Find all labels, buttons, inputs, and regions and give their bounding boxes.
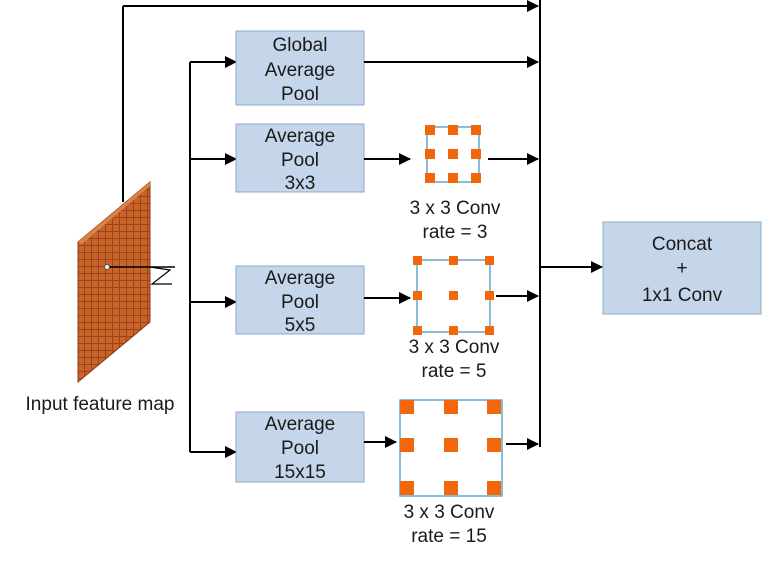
conv-rate-5-kernel (413, 256, 494, 335)
pool-15-line-1: Average (265, 414, 335, 435)
global-pool-line-2: Average (265, 60, 335, 81)
average-pool-3x3-box: Average Pool 3x3 (235, 123, 365, 194)
merge-connector (539, 0, 603, 447)
branch-trunk (189, 56, 237, 458)
input-feature-map-label: Input feature map (26, 394, 175, 415)
global-average-pool-box: Global Average Pool (235, 30, 365, 106)
pool-15-line-2: Pool (281, 438, 319, 459)
pool-3-line-1: Average (265, 126, 335, 147)
output-line-1: Concat (652, 234, 713, 255)
average-pool-15x15-box: Average Pool 15x15 (235, 411, 365, 483)
input-feature-map (77, 180, 175, 384)
conv-rate-3-kernel (425, 125, 481, 183)
skip-connection (122, 0, 539, 202)
global-pool-line-1: Global (273, 35, 328, 56)
pool-3-line-3: 3x3 (285, 173, 316, 194)
pool-5-line-1: Average (265, 268, 335, 289)
output-line-2: + (676, 258, 687, 279)
pool-3-line-2: Pool (281, 150, 319, 171)
pool-5-line-2: Pool (281, 292, 319, 313)
average-pool-5x5-box: Average Pool 5x5 (235, 265, 365, 336)
concat-conv-box: Concat + 1x1 Conv (602, 221, 762, 315)
output-line-3: 1x1 Conv (642, 285, 723, 306)
conv-3-label-line-1: 3 x 3 Conv (410, 198, 501, 219)
conv-3-label-line-2: rate = 3 (423, 222, 488, 243)
conv-15-label-line-1: 3 x 3 Conv (404, 502, 495, 523)
conv-rate-15-kernel (399, 399, 503, 497)
pool-15-line-3: 15x15 (274, 462, 326, 483)
pool-5-line-3: 5x5 (285, 315, 316, 336)
conv-5-label-line-2: rate = 5 (422, 361, 487, 382)
global-pool-line-3: Pool (281, 84, 319, 105)
conv-5-label-line-1: 3 x 3 Conv (409, 337, 500, 358)
conv-15-label-line-2: rate = 15 (411, 526, 487, 547)
